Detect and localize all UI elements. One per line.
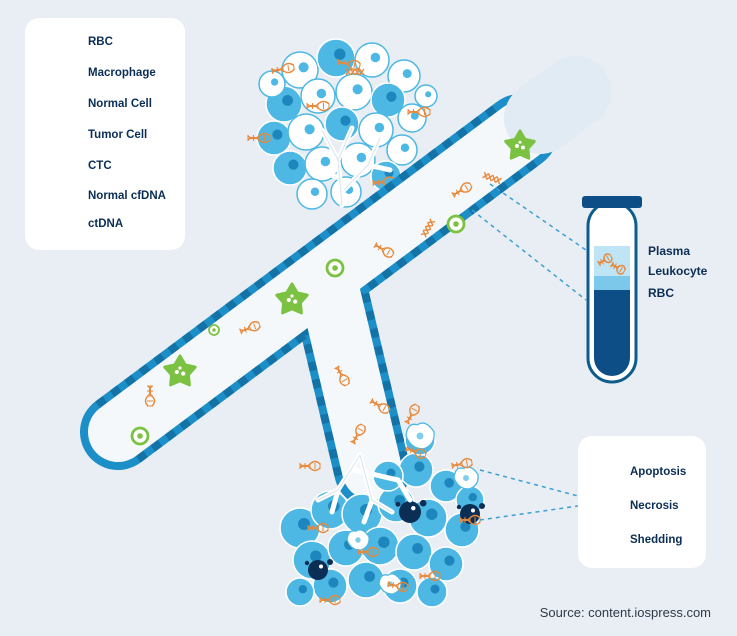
legend-label: Tumor Cell <box>88 129 148 141</box>
dna-strand <box>319 594 341 606</box>
normal-cell <box>300 78 336 114</box>
tumor-cell <box>347 561 385 599</box>
tumor-cell <box>256 120 292 156</box>
rbc <box>208 324 220 336</box>
tumor-cell <box>416 576 448 608</box>
normal-cell <box>281 51 319 89</box>
dna-strand <box>420 218 436 238</box>
release-label: Necrosis <box>630 500 679 512</box>
tumor-cell <box>324 106 360 142</box>
normal-cell <box>296 178 328 210</box>
normal-cell <box>258 70 286 98</box>
legend-label: Macrophage <box>88 67 156 79</box>
tumor-cell <box>316 38 356 78</box>
necrotic-cell <box>346 529 370 551</box>
dna-strand <box>597 253 613 267</box>
legend-item-normal-cfdna: Normal cfDNA <box>88 190 166 202</box>
release-item-apoptosis: Apoptosis <box>630 466 686 478</box>
legend-item-tumor-cell: Tumor Cell <box>88 129 147 141</box>
legend-label: ctDNA <box>88 218 124 230</box>
tube-leukocyte-layer <box>594 276 630 290</box>
dna-strand <box>405 445 427 459</box>
release-label: Apoptosis <box>630 466 687 478</box>
tube-rbc-layer <box>594 290 630 376</box>
dna-strand <box>451 457 473 469</box>
primary-tumor-cluster <box>247 38 438 210</box>
vessel-cap <box>504 56 611 154</box>
dna-strand <box>407 106 431 118</box>
release-item-necrosis: Necrosis <box>630 500 679 512</box>
rbc <box>130 426 150 446</box>
legend-label: RBC <box>88 36 113 48</box>
normal-cell <box>358 112 394 148</box>
connector-lines <box>471 183 587 521</box>
dna-strand <box>610 261 626 275</box>
dna-strand <box>271 62 295 74</box>
blood-collection-tube <box>582 196 642 384</box>
source-caption: Source: content.iospress.com <box>539 605 711 620</box>
apoptotic-cell <box>304 559 333 580</box>
legend-label: CTC <box>88 160 112 172</box>
release-item-shedding: Shedding <box>630 534 682 546</box>
tumor-cell <box>428 546 464 582</box>
tumor-cell <box>398 452 434 488</box>
normal-cell <box>414 84 438 108</box>
vessel-contents <box>130 129 536 446</box>
tumor-cell <box>370 82 406 118</box>
normal-cell <box>387 59 421 93</box>
tumor-cell <box>285 577 315 607</box>
normal-cell <box>386 134 418 166</box>
blood-vessel <box>80 56 611 508</box>
cell-legend <box>25 18 185 250</box>
dna-strand <box>334 365 350 387</box>
legend-item-ctdna: ctDNA <box>88 218 123 230</box>
legend-label: Normal Cell <box>88 98 152 110</box>
dna-strand <box>387 581 409 593</box>
dna-strand <box>306 100 330 112</box>
tube-label-plasma: Plasma <box>648 244 691 258</box>
normal-cell <box>287 113 325 151</box>
dna-strand <box>404 403 420 425</box>
tube-label-leukocyte: Leukocyte <box>648 264 708 278</box>
macrophage <box>504 129 536 160</box>
legend-item-macrophage: Macrophage <box>88 67 156 79</box>
apoptotic-cell <box>395 499 427 523</box>
macrophage <box>163 354 197 387</box>
release-label: Shedding <box>630 534 683 546</box>
dna-strand <box>144 385 156 407</box>
legend-label: Normal cfDNA <box>88 190 166 202</box>
legend-item-rbc: RBC <box>88 36 113 48</box>
tumor-cell <box>279 507 321 549</box>
rbc <box>325 258 345 278</box>
dna-strand <box>247 132 271 144</box>
necrotic-cell <box>453 466 479 490</box>
dna-strand <box>373 242 395 258</box>
tumor-cell <box>395 533 433 571</box>
normal-cell <box>335 73 373 111</box>
dna-strand <box>357 546 379 558</box>
legend-item-ctc: CTC <box>88 160 112 172</box>
dna-strand <box>482 171 502 185</box>
rbc <box>446 214 466 234</box>
dna-strand <box>299 460 321 472</box>
dna-strand <box>307 522 329 534</box>
dna-strand <box>451 182 473 198</box>
normal-cell <box>354 42 390 78</box>
dna-strand <box>345 68 365 76</box>
dna-strand <box>419 570 441 582</box>
tube-cap <box>582 196 642 208</box>
dna-strand <box>239 321 261 335</box>
dna-strand <box>350 423 366 445</box>
tube-label-rbc: RBC <box>648 286 674 300</box>
dna-strand <box>459 514 481 526</box>
macrophage <box>275 282 309 315</box>
necrotic-cell <box>405 422 435 450</box>
tumor-cell <box>272 150 308 186</box>
dna-strand <box>369 398 391 414</box>
normal-cell <box>330 176 362 208</box>
release-legend <box>578 436 706 568</box>
capillaries-outline <box>317 127 393 513</box>
legend-item-normal-cell: Normal Cell <box>88 98 152 110</box>
